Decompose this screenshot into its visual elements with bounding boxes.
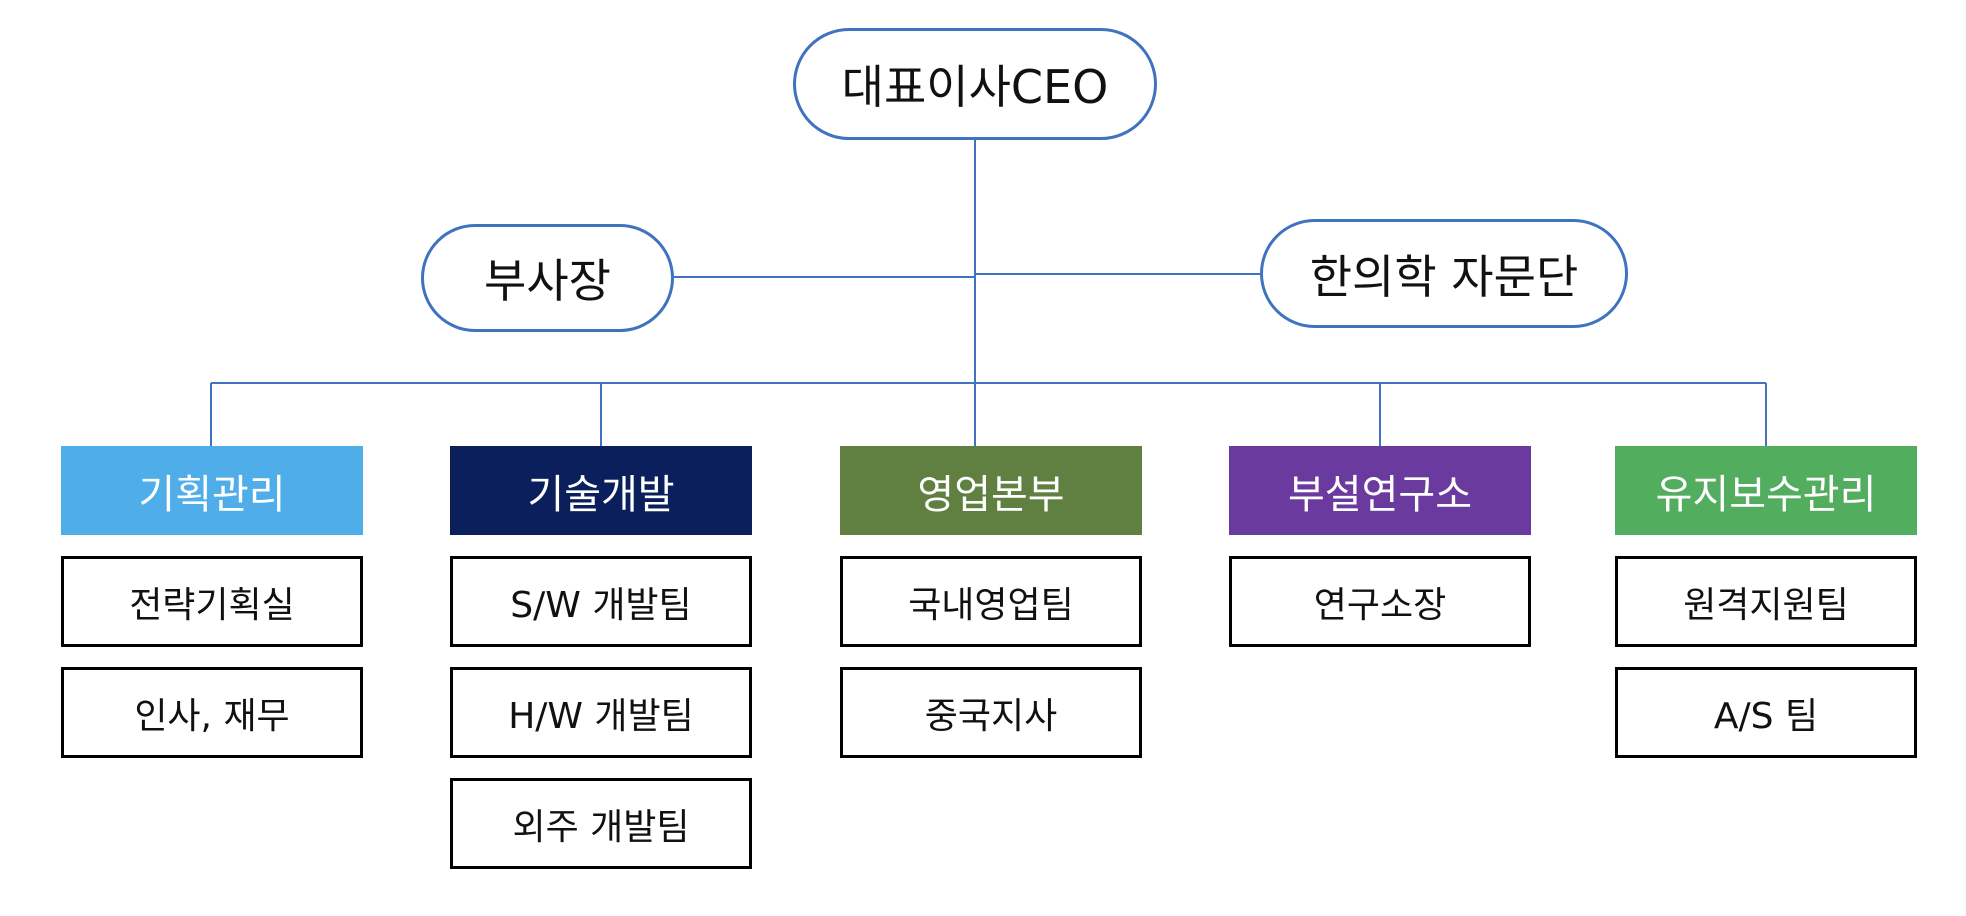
department-name: 부설연구소	[1288, 471, 1472, 518]
team-name: 외주 개발팀	[512, 806, 690, 848]
team-list: 전략기획실 인사, 재무	[61, 556, 363, 758]
team-name: H/W 개발팀	[508, 695, 694, 737]
team-box: 외주 개발팀	[450, 778, 752, 869]
team-name: A/S 팀	[1713, 695, 1819, 737]
team-name: 전략기획실	[129, 584, 295, 626]
department-header: 부설연구소	[1229, 446, 1531, 535]
advisory-label: 한의학 자문단	[1309, 249, 1579, 304]
team-box: 원격지원팀	[1615, 556, 1917, 647]
team-list: 원격지원팀 A/S 팀	[1615, 556, 1917, 758]
team-box: 국내영업팀	[840, 556, 1142, 647]
department-name: 기획관리	[138, 471, 286, 518]
vice-president-node: 부사장	[421, 224, 674, 332]
team-box: 중국지사	[840, 667, 1142, 758]
department-header: 영업본부	[840, 446, 1142, 535]
team-box: 전략기획실	[61, 556, 363, 647]
team-list: S/W 개발팀 H/W 개발팀 외주 개발팀	[450, 556, 752, 869]
department-name: 영업본부	[917, 471, 1065, 518]
team-name: S/W 개발팀	[510, 584, 692, 626]
team-box: A/S 팀	[1615, 667, 1917, 758]
department-column-research: 부설연구소 연구소장	[1229, 446, 1531, 667]
team-name: 국내영업팀	[908, 584, 1074, 626]
department-header: 유지보수관리	[1615, 446, 1917, 535]
department-name: 기술개발	[527, 471, 675, 518]
team-name: 중국지사	[924, 695, 1058, 737]
ceo-label: 대표이사CEO	[841, 60, 1109, 114]
team-list: 국내영업팀 중국지사	[840, 556, 1142, 758]
team-list: 연구소장	[1229, 556, 1531, 647]
department-column-tech-dev: 기술개발 S/W 개발팀 H/W 개발팀 외주 개발팀	[450, 446, 752, 889]
department-header: 기술개발	[450, 446, 752, 535]
team-box: S/W 개발팀	[450, 556, 752, 647]
team-name: 원격지원팀	[1683, 584, 1849, 626]
department-column-sales: 영업본부 국내영업팀 중국지사	[840, 446, 1142, 778]
team-box: 인사, 재무	[61, 667, 363, 758]
team-box: 연구소장	[1229, 556, 1531, 647]
vice-president-label: 부사장	[484, 254, 611, 308]
ceo-node: 대표이사CEO	[793, 28, 1157, 140]
team-box: H/W 개발팀	[450, 667, 752, 758]
team-name: 연구소장	[1313, 584, 1447, 626]
department-header: 기획관리	[61, 446, 363, 535]
advisory-node: 한의학 자문단	[1260, 219, 1628, 328]
department-column-planning: 기획관리 전략기획실 인사, 재무	[61, 446, 363, 778]
department-name: 유지보수관리	[1655, 471, 1877, 518]
team-name: 인사, 재무	[134, 695, 290, 737]
department-column-maintenance: 유지보수관리 원격지원팀 A/S 팀	[1615, 446, 1917, 778]
